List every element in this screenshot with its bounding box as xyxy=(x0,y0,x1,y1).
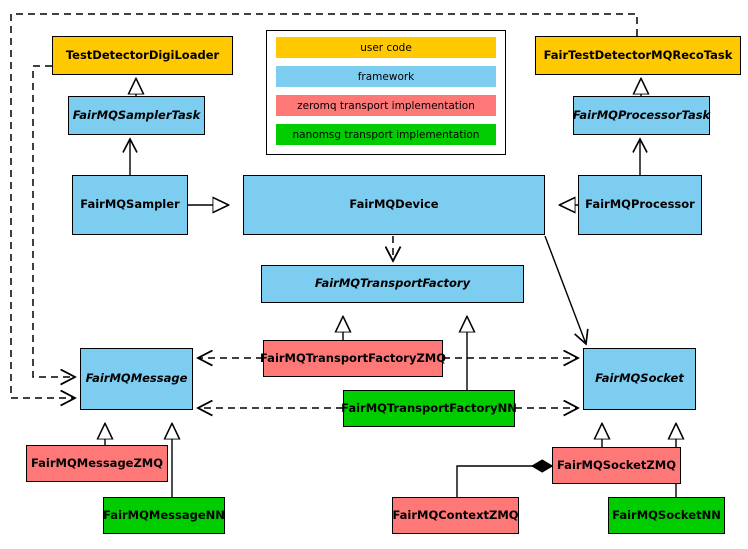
legend-label: framework xyxy=(357,70,415,83)
node-fair-mq-sampler-task[interactable]: FairMQSamplerTask xyxy=(68,96,205,135)
node-label: FairMQMessageNN xyxy=(103,507,225,522)
node-label: FairMQSamplerTask xyxy=(72,107,201,122)
node-fair-mq-transport-factory-zmq[interactable]: FairMQTransportFactoryZMQ xyxy=(260,340,447,377)
node-label: FairMQTransportFactory xyxy=(314,276,471,291)
node-fair-mq-transport-factory[interactable]: FairMQTransportFactory xyxy=(261,265,524,303)
node-fair-mq-socket[interactable]: FairMQSocket xyxy=(583,348,696,410)
legend-label: nanomsg transport implementation xyxy=(292,128,480,141)
node-label: FairMQSocketZMQ xyxy=(557,457,676,472)
node-label: FairMQSocketNN xyxy=(612,507,721,522)
node-fair-mq-processor[interactable]: FairMQProcessor xyxy=(578,175,702,235)
node-label: FairMQSocket xyxy=(595,371,684,386)
node-label: FairMQMessageZMQ xyxy=(30,455,164,470)
node-label: FairMQTransportFactoryNN xyxy=(341,400,517,415)
dependency-edges xyxy=(10,13,638,408)
association-edges xyxy=(456,235,586,497)
node-label: FairMQSampler xyxy=(80,197,180,212)
legend-item-zeromq: zeromq transport implementation xyxy=(276,95,496,116)
node-fair-mq-message[interactable]: FairMQMessage xyxy=(80,348,193,410)
node-fair-mq-socket-nn[interactable]: FairMQSocketNN xyxy=(608,497,725,534)
legend-label: zeromq transport implementation xyxy=(297,99,475,112)
node-fair-mq-sampler[interactable]: FairMQSampler xyxy=(72,175,188,235)
node-label: FairTestDetectorMQRecoTask xyxy=(543,47,733,62)
node-label: FairMQTransportFactoryZMQ xyxy=(260,350,447,365)
node-fair-mq-context-zmq[interactable]: FairMQContextZMQ xyxy=(392,497,519,534)
node-fair-mq-transport-factory-nn[interactable]: FairMQTransportFactoryNN xyxy=(341,390,517,427)
node-fair-mq-device[interactable]: FairMQDevice xyxy=(243,175,545,235)
legend-item-nanomsg: nanomsg transport implementation xyxy=(276,124,496,145)
node-label: FairMQProcessorTask xyxy=(572,107,711,122)
legend-item-user-code: user code xyxy=(276,37,496,58)
node-fair-mq-message-zmq[interactable]: FairMQMessageZMQ xyxy=(26,445,168,482)
node-label: TestDetectorDigiLoader xyxy=(65,47,220,62)
node-fair-mq-socket-zmq[interactable]: FairMQSocketZMQ xyxy=(552,447,681,484)
generalization-edges xyxy=(105,79,676,497)
legend-label: user code xyxy=(360,41,412,54)
node-test-detector-digi-loader[interactable]: TestDetectorDigiLoader xyxy=(52,36,233,75)
legend-item-framework: framework xyxy=(276,66,496,87)
node-label: FairMQContextZMQ xyxy=(392,507,519,522)
node-fair-mq-message-nn[interactable]: FairMQMessageNN xyxy=(103,497,225,534)
node-fair-mq-processor-task[interactable]: FairMQProcessorTask xyxy=(573,96,710,135)
node-label: FairMQProcessor xyxy=(585,197,695,212)
node-label: FairMQMessage xyxy=(85,371,188,386)
node-label: FairMQDevice xyxy=(349,197,439,212)
node-fair-test-detector-mq-reco-task[interactable]: FairTestDetectorMQRecoTask xyxy=(535,36,741,75)
